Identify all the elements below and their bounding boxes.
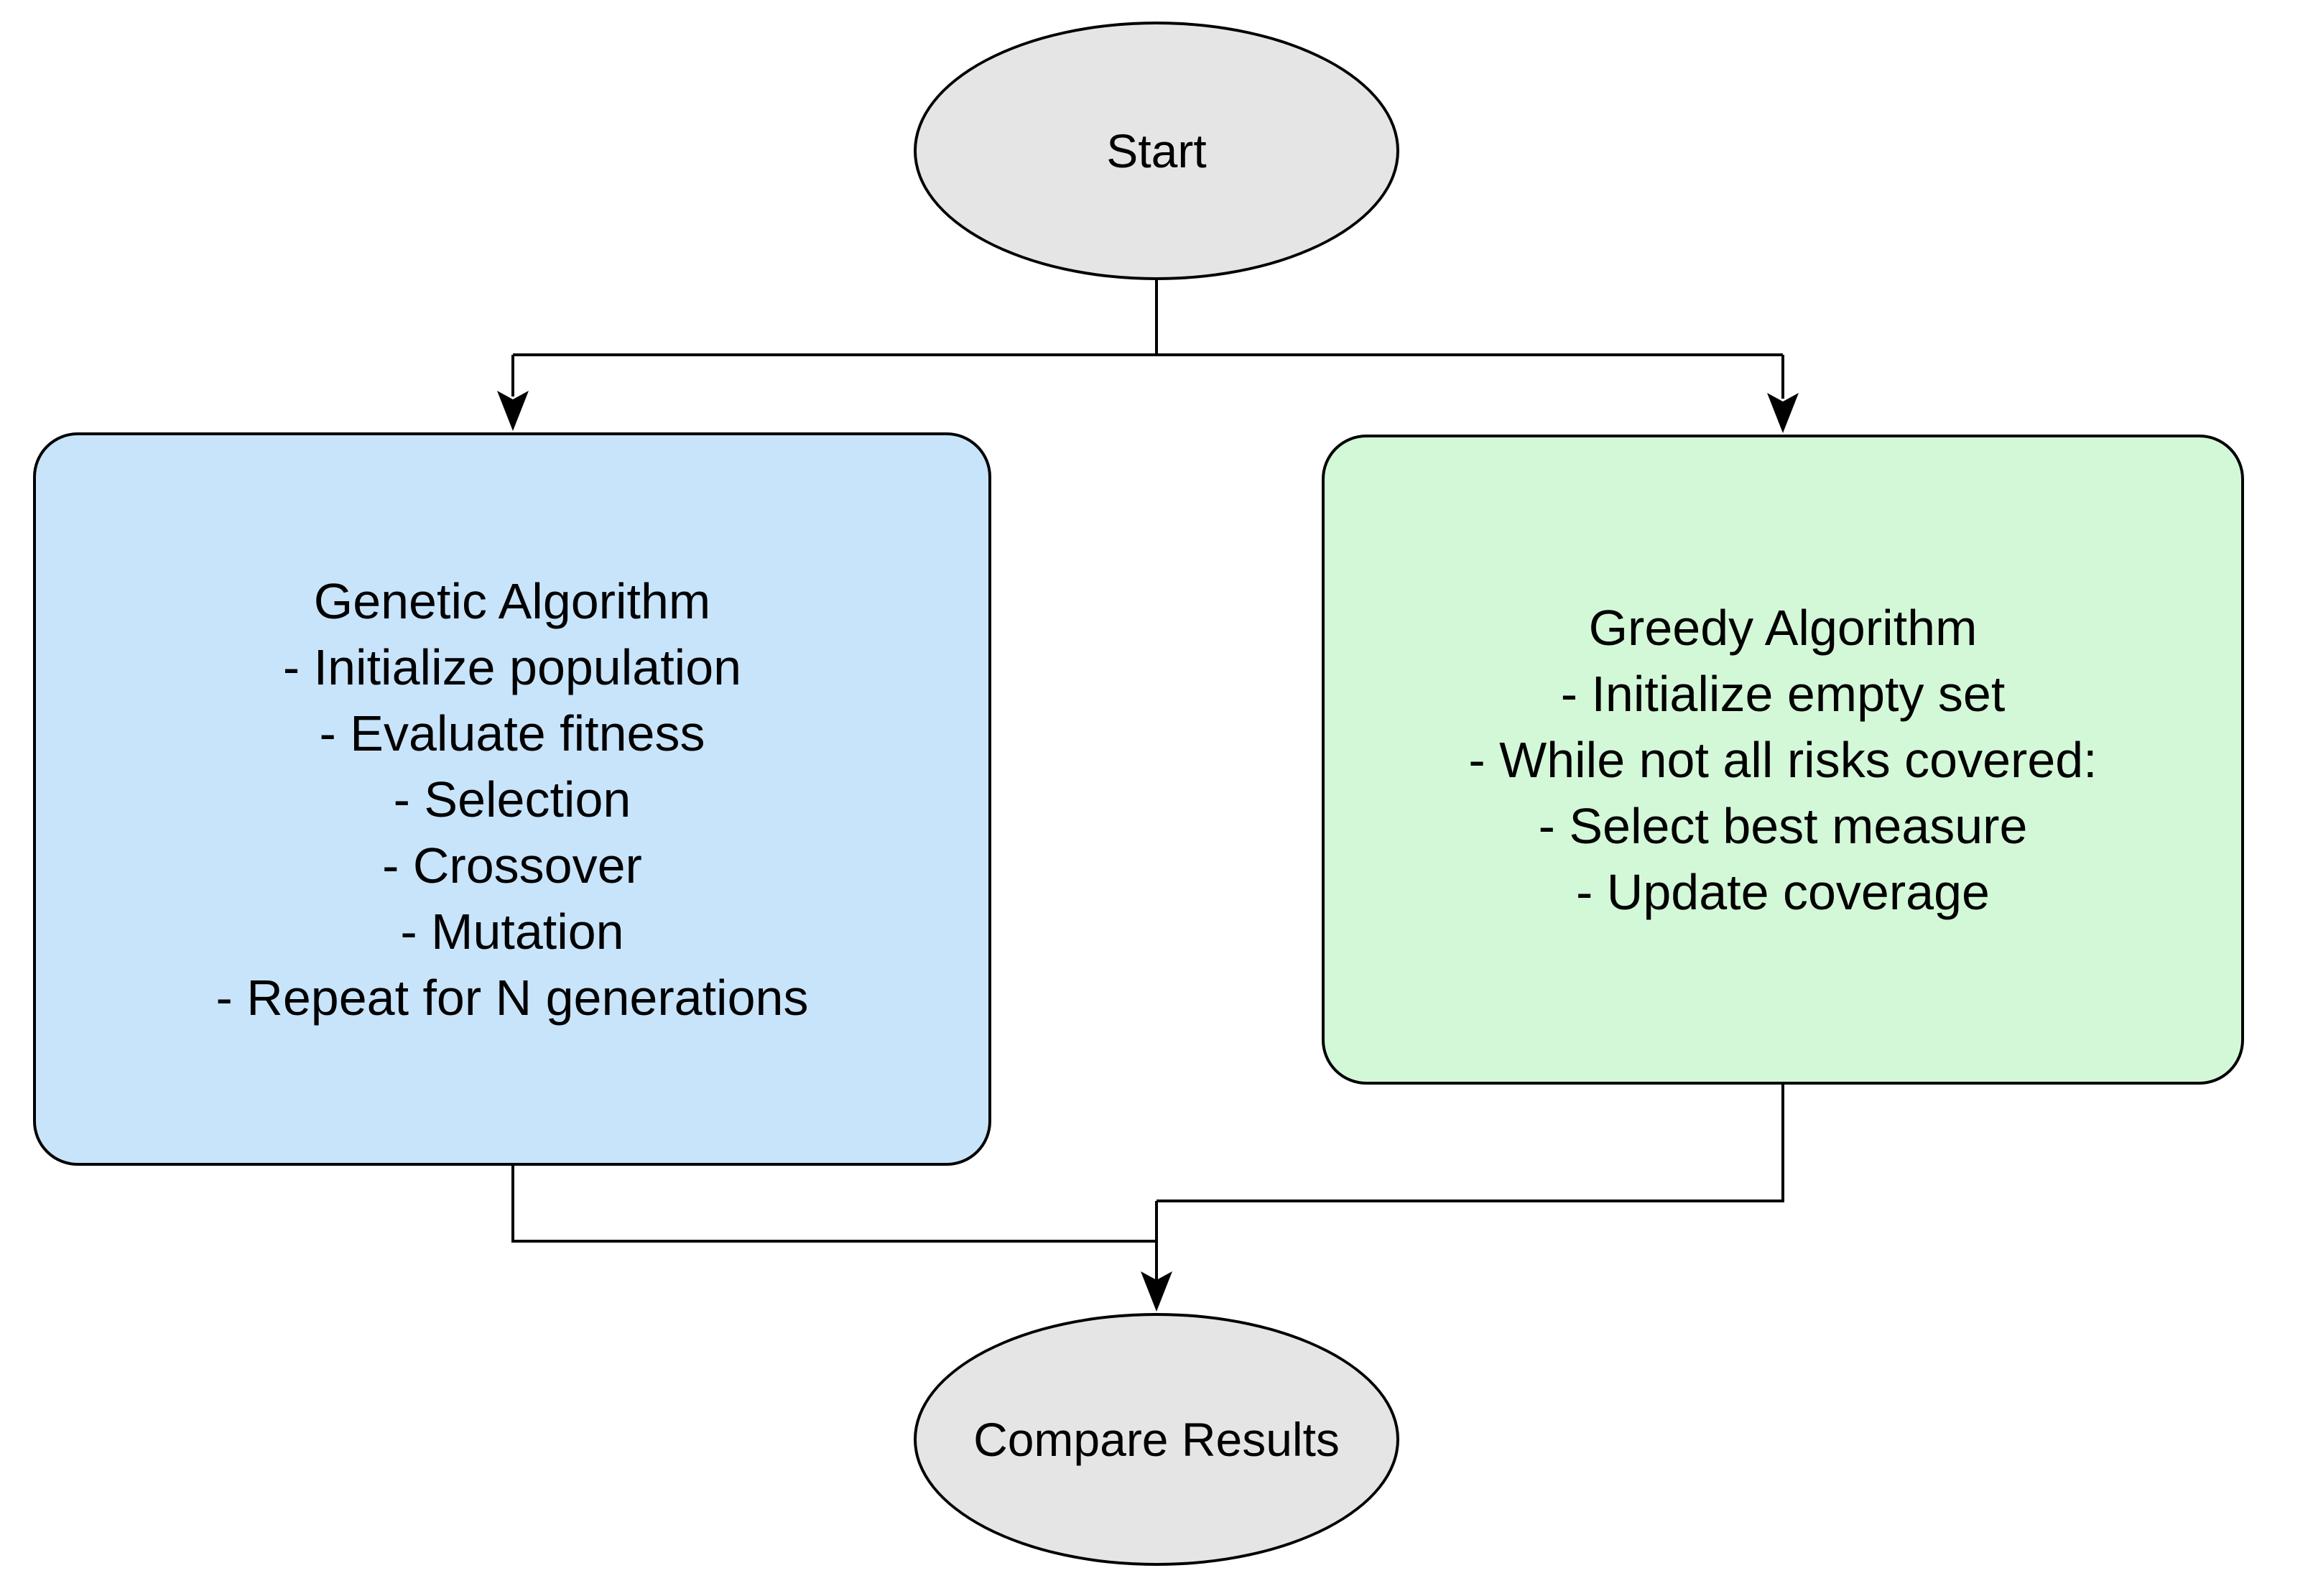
- genetic-node-item: - Selection: [393, 771, 631, 827]
- connector-greedy-to-junction: [1156, 1085, 1784, 1202]
- genetic-node-item: - Initialize population: [282, 639, 742, 695]
- compare-node-label: Compare Results: [973, 1413, 1340, 1466]
- arrowhead-icon: [1767, 393, 1799, 433]
- genetic-node-item: - Evaluate fitness: [319, 705, 705, 761]
- compare-results-node: Compare Results: [914, 1313, 1399, 1566]
- greedy-node-item: - Initialize empty set: [1560, 665, 2006, 722]
- greedy-algorithm-node: Greedy Algorithm - Initialize empty set …: [1322, 435, 2244, 1085]
- genetic-node-item: - Mutation: [400, 903, 624, 960]
- arrowhead-icon: [497, 391, 529, 431]
- start-node: Start: [914, 22, 1399, 280]
- start-node-label: Start: [1106, 124, 1207, 177]
- arrowhead-icon: [1141, 1271, 1172, 1312]
- genetic-node-item: - Crossover: [382, 837, 642, 894]
- greedy-node-item: - Select best measure: [1538, 797, 2028, 854]
- genetic-node-item: - Repeat for N generations: [215, 969, 809, 1026]
- greedy-node-item: - While not all risks covered:: [1468, 731, 2098, 788]
- greedy-node-title: Greedy Algorithm: [1588, 599, 1978, 656]
- genetic-algorithm-node: Genetic Algorithm - Initialize populatio…: [33, 432, 991, 1166]
- genetic-node-title: Genetic Algorithm: [313, 572, 711, 629]
- greedy-node-item: - Update coverage: [1576, 863, 1990, 920]
- connector-genetic-to-junction: [511, 1166, 1156, 1243]
